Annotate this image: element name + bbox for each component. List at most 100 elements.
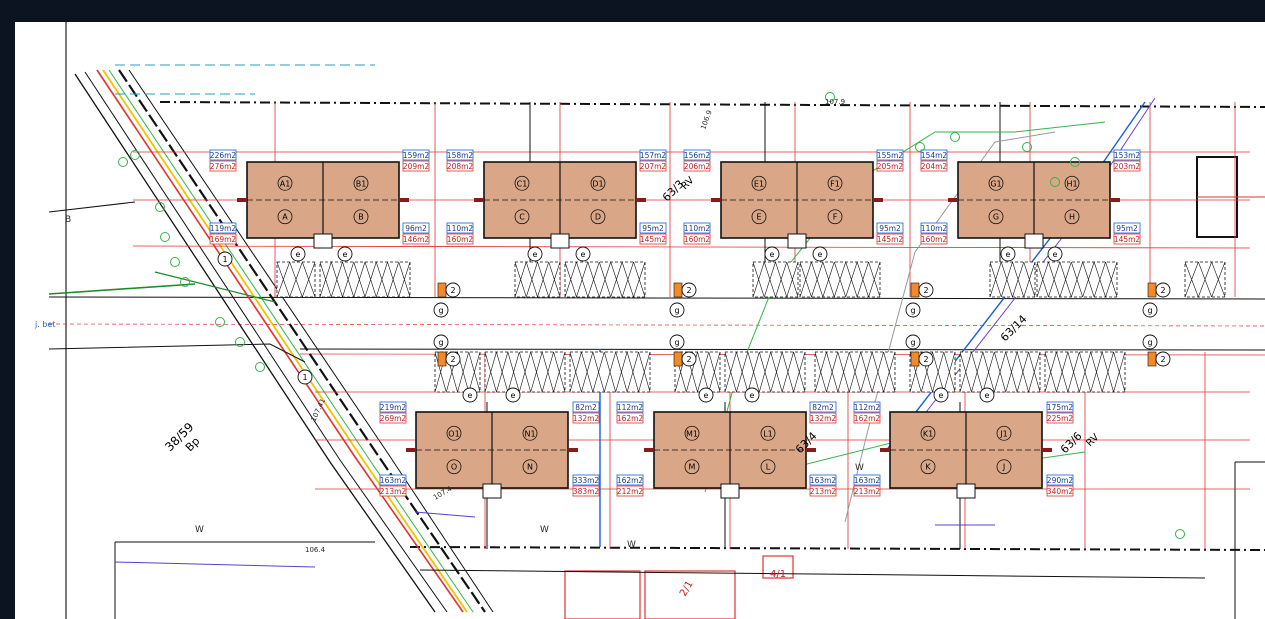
area-box xyxy=(809,401,837,413)
area-value: 207m2 xyxy=(640,162,667,171)
area-value: 163m2 xyxy=(810,476,837,485)
area-box xyxy=(920,149,948,161)
parking-bay xyxy=(569,351,651,393)
meter-marker-2 xyxy=(918,351,934,367)
service-marker-e xyxy=(527,246,543,262)
bay-hatch xyxy=(736,351,749,393)
area-box xyxy=(446,222,474,234)
meter-box xyxy=(910,282,920,298)
service-marker-e-label: e xyxy=(750,391,755,400)
service-marker-e xyxy=(1000,246,1016,262)
bay-outline xyxy=(514,261,561,298)
unit-label: G xyxy=(993,213,999,222)
bay-hatch xyxy=(587,261,600,298)
bay-hatch xyxy=(763,261,776,298)
area-value: 145m2 xyxy=(640,235,667,244)
area-value: 219m2 xyxy=(380,403,407,412)
unit-circle xyxy=(590,209,606,225)
unit-label: C1 xyxy=(517,179,528,188)
tree-symbol xyxy=(180,277,190,287)
tree-symbol xyxy=(235,337,245,347)
unit-circle xyxy=(353,175,369,191)
bay-hatch xyxy=(993,351,1007,393)
area-box xyxy=(920,160,948,172)
building-entrance xyxy=(636,198,646,202)
bay-hatch xyxy=(1105,261,1118,298)
area-value: 110m2 xyxy=(447,224,474,233)
bay-hatch xyxy=(834,261,846,298)
area-box xyxy=(379,485,407,497)
parking-bay xyxy=(319,261,411,298)
elevation-label: 106.4 xyxy=(305,546,326,554)
service-marker-e-label: e xyxy=(296,250,301,259)
service-marker-e-label: e xyxy=(468,391,473,400)
area-value: 213m2 xyxy=(810,487,837,496)
bay-hatch xyxy=(1113,351,1126,393)
area-value: 82m2 xyxy=(812,403,834,412)
bay-hatch xyxy=(781,351,794,393)
area-value: 204m2 xyxy=(921,162,948,171)
area-box xyxy=(209,222,237,234)
building-entrance xyxy=(568,448,578,452)
bay-hatch xyxy=(971,351,984,393)
unit-label: E xyxy=(756,213,761,222)
parking-bay xyxy=(276,261,316,298)
service-marker-e xyxy=(933,387,949,403)
area-box xyxy=(616,485,644,497)
drawing-sheet xyxy=(15,22,1265,619)
bay-hatch xyxy=(868,261,881,298)
area-box xyxy=(616,401,644,413)
unit-label: A1 xyxy=(280,179,291,188)
area-value: 205m2 xyxy=(877,162,904,171)
unit-circle xyxy=(920,459,936,475)
unit-circle xyxy=(996,459,1012,475)
bay-hatch xyxy=(752,261,765,298)
area-box xyxy=(616,474,644,486)
bay-hatch xyxy=(1000,261,1013,298)
building-entrance xyxy=(806,448,816,452)
tree-symbol xyxy=(825,92,835,102)
area-value: 119m2 xyxy=(210,224,237,233)
bay-hatch xyxy=(541,351,554,393)
area-value: 110m2 xyxy=(921,224,948,233)
road-label: j. bet xyxy=(34,320,55,329)
stair-box xyxy=(956,483,976,499)
area-box xyxy=(1046,474,1074,486)
bay-hatch xyxy=(398,261,411,298)
gas-marker-g-label: g xyxy=(1147,306,1152,315)
area-box xyxy=(209,160,237,172)
meter-box xyxy=(1147,351,1157,367)
unit-label: O1 xyxy=(448,429,459,438)
area-box xyxy=(572,485,600,497)
tree-symbol xyxy=(255,362,265,372)
bay-hatch xyxy=(943,351,956,393)
bay-hatch xyxy=(1090,351,1103,393)
area-value: 162m2 xyxy=(617,476,644,485)
site-plan-drawing: A1AB1BC1CD1DE1EF1FG1GH1HO1ON1NM1ML1LK1KJ… xyxy=(34,22,1265,619)
bay-hatch xyxy=(518,351,532,393)
unit-circle xyxy=(353,209,369,225)
bay-hatch xyxy=(860,351,873,393)
area-value: 208m2 xyxy=(447,162,474,171)
gas-marker-g xyxy=(1142,334,1158,350)
bay-hatch xyxy=(932,351,945,393)
area-value: 213m2 xyxy=(854,487,881,496)
stair-box xyxy=(720,483,740,499)
bay-hatch xyxy=(599,261,611,298)
gas-marker-g-label: g xyxy=(674,338,679,347)
bay-hatch xyxy=(1079,351,1091,393)
bay-hatch xyxy=(989,261,1002,298)
bay-hatch xyxy=(496,351,509,393)
bay-hatch xyxy=(871,351,884,393)
rv-label: RV xyxy=(1084,432,1101,449)
area-value: 159m2 xyxy=(403,151,430,160)
service-marker-e-label: e xyxy=(939,391,944,400)
bay-hatch xyxy=(564,261,577,298)
area-value: 340m2 xyxy=(1047,487,1074,496)
bay-hatch xyxy=(484,351,497,393)
area-box xyxy=(446,233,474,245)
area-value: 145m2 xyxy=(877,235,904,244)
area-box xyxy=(402,222,430,234)
area-box xyxy=(1046,485,1074,497)
